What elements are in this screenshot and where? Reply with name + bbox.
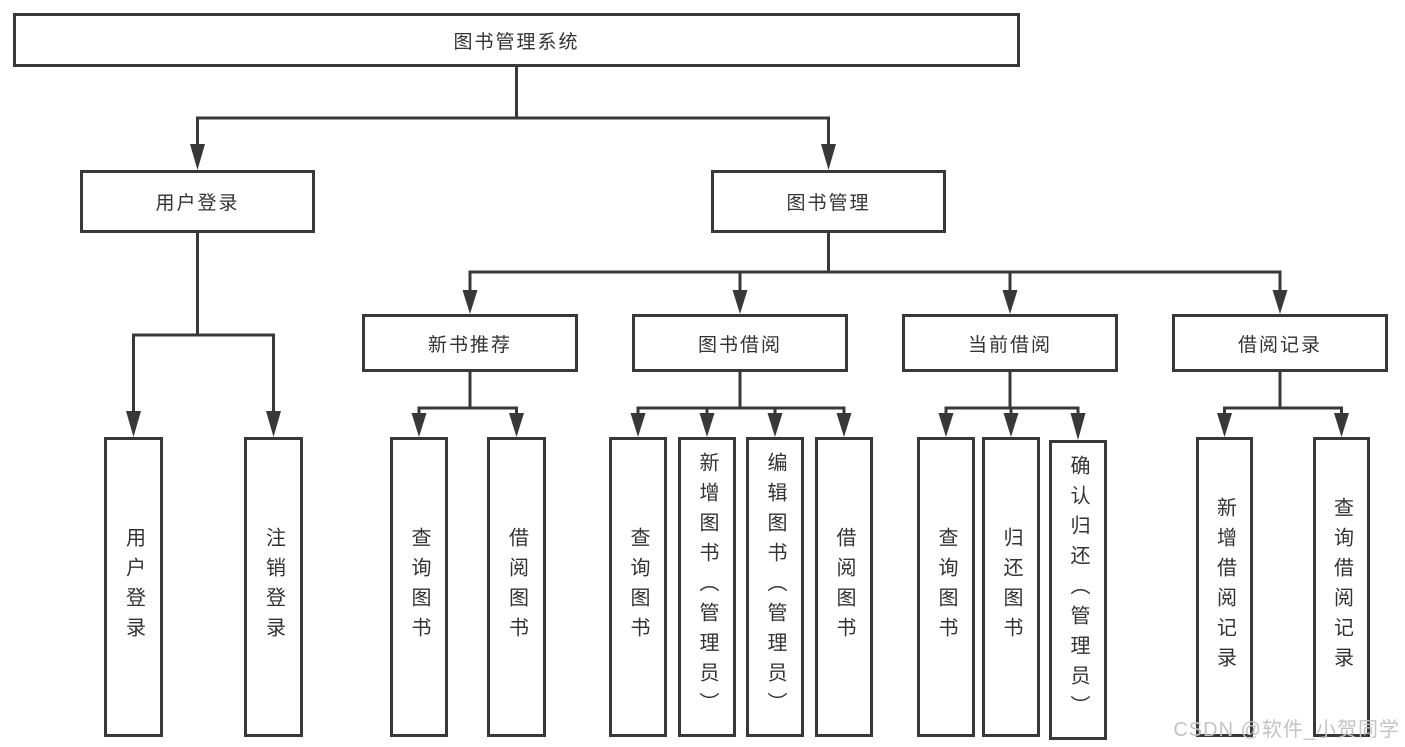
node-user-login-label: 用户登录: [155, 193, 240, 214]
connector-book-borrow-children: [630, 372, 852, 437]
node-root: 图书管理系统: [13, 13, 1020, 67]
connector-borrow-record-children: [1217, 372, 1349, 437]
leaf-label: 用户登录: [122, 527, 145, 647]
leaf-query-books-2: 查询图书: [609, 437, 667, 737]
node-borrow-records-label: 借阅记录: [1237, 334, 1322, 356]
leaf-label: 查询图书: [408, 527, 430, 647]
node-current-borrow: 当前借阅: [902, 314, 1118, 372]
node-user-login: 用户登录: [80, 170, 315, 233]
leaf-label: 新增借阅记录: [1213, 497, 1236, 677]
node-book-management: 图书管理: [711, 170, 946, 233]
leaf-user-login: 用户登录: [104, 437, 163, 737]
leaf-add-borrow-record: 新增借阅记录: [1196, 437, 1253, 737]
leaf-query-books-3: 查询图书: [917, 437, 975, 737]
leaf-add-book-admin: 新增图书（管理员）: [678, 437, 736, 737]
node-book-management-label: 图书管理: [786, 193, 871, 214]
connector-book-management-children: [462, 233, 1288, 314]
leaf-label: 归还图书: [1000, 527, 1022, 647]
leaf-confirm-return-admin: 确认归还（管理员）: [1049, 440, 1107, 740]
connector-root-to-level2: [190, 66, 836, 170]
node-current-borrow-label: 当前借阅: [967, 334, 1052, 356]
node-new-book-recommend-label: 新书推荐: [427, 334, 512, 356]
leaf-label: 借阅图书: [505, 527, 528, 647]
leaf-label: 编辑图书（管理员）: [764, 452, 786, 722]
leaf-borrow-books-1: 借阅图书: [487, 437, 546, 737]
leaf-query-books-1: 查询图书: [390, 437, 448, 737]
leaf-label: 查询借阅记录: [1330, 497, 1353, 677]
leaf-label: 查询图书: [627, 527, 649, 647]
connector-user-login-children: [126, 233, 281, 437]
leaf-borrow-books-2: 借阅图书: [815, 437, 873, 737]
node-book-borrow: 图书借阅: [632, 314, 848, 372]
leaf-return-book: 归还图书: [982, 437, 1040, 737]
leaf-logout: 注销登录: [244, 437, 303, 737]
connector-current-borrow-children: [938, 372, 1086, 440]
leaf-query-borrow-record: 查询借阅记录: [1313, 437, 1370, 737]
leaf-label: 注销登录: [262, 527, 285, 647]
csdn-watermark: CSDN @软件_小贺同学: [1173, 719, 1400, 741]
node-root-label: 图书管理系统: [453, 31, 580, 53]
leaf-edit-book-admin: 编辑图书（管理员）: [746, 437, 804, 737]
node-new-book-recommend: 新书推荐: [362, 314, 578, 372]
connector-new-book-children: [411, 372, 524, 437]
node-borrow-records: 借阅记录: [1172, 314, 1388, 372]
node-book-borrow-label: 图书借阅: [697, 334, 782, 356]
leaf-label: 新增图书（管理员）: [696, 452, 718, 722]
leaf-label: 确认归还（管理员）: [1067, 455, 1089, 725]
leaf-label: 查询图书: [935, 527, 957, 647]
leaf-label: 借阅图书: [833, 527, 855, 647]
